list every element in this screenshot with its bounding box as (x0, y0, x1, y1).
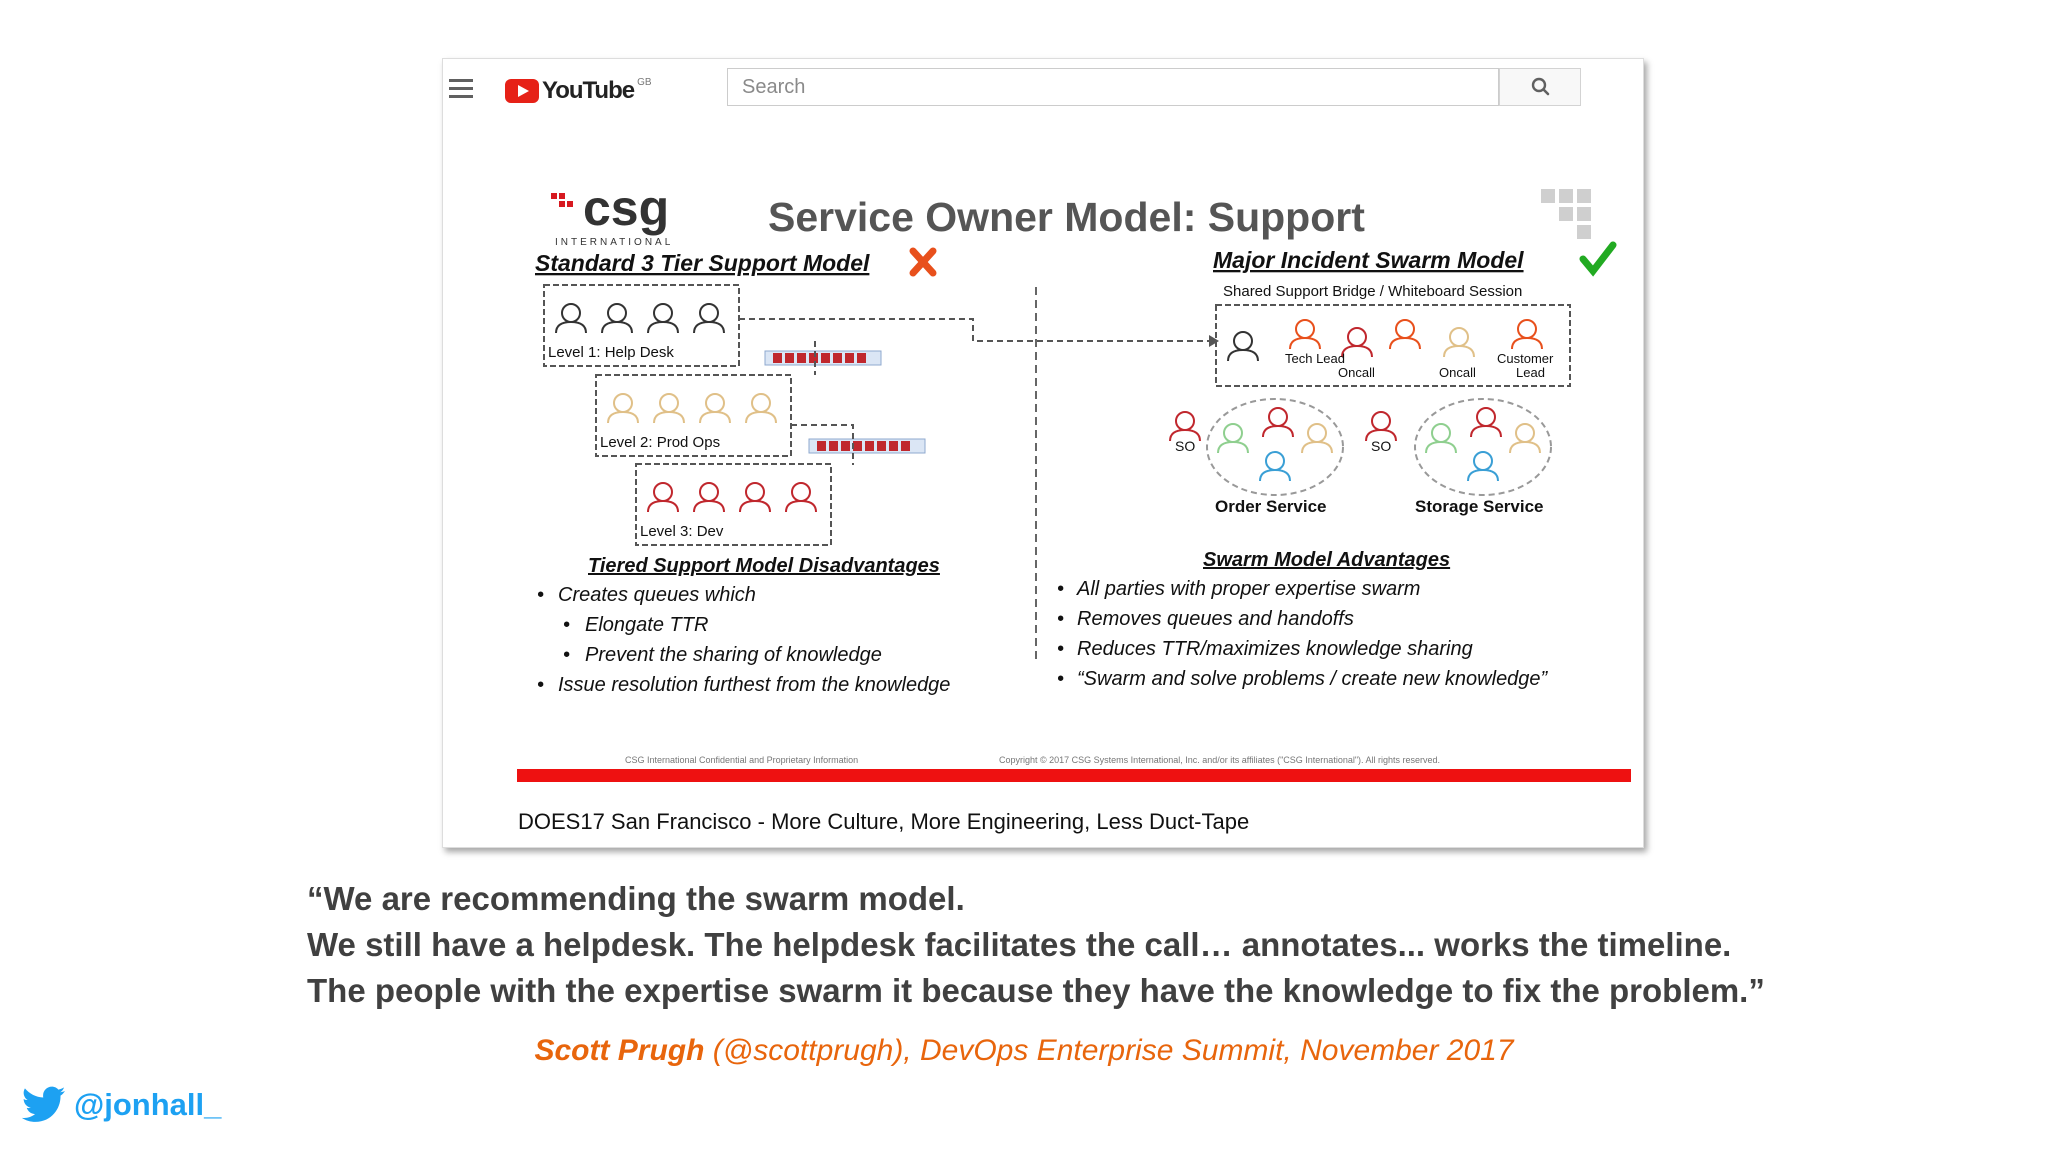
tier-3-box: Level 3: Dev (635, 463, 832, 546)
svg-text:Storage Service: Storage Service (1415, 497, 1544, 516)
youtube-logo[interactable]: YouTube GB (505, 77, 652, 105)
svg-text:Issue resolution furthest from: Issue resolution furthest from the knowl… (558, 674, 950, 696)
svg-text:•: • (537, 584, 544, 606)
svg-text:•: • (1057, 608, 1064, 630)
svg-text:SO: SO (1371, 438, 1391, 454)
tier-1-box: Level 1: Help Desk (543, 284, 740, 367)
order-service: SO Order Service (1169, 398, 1344, 516)
svg-text:Customer: Customer (1497, 351, 1554, 366)
youtube-play-icon (505, 79, 539, 103)
svg-text:•: • (537, 674, 544, 696)
svg-text:•: • (563, 644, 570, 666)
attribution: Scott Prugh (@scottprugh), DevOps Enterp… (0, 1034, 2048, 1068)
tier-1-label: Level 1: Help Desk (548, 344, 674, 361)
region-label: GB (637, 77, 652, 88)
svg-text:•: • (1057, 668, 1064, 690)
svg-text:Removes queues and handoffs: Removes queues and handoffs (1077, 608, 1354, 630)
svg-text:Creates queues which: Creates queues which (558, 584, 756, 606)
search-icon (1531, 77, 1550, 96)
tier-2-label: Level 2: Prod Ops (600, 434, 720, 451)
csg-logo-text: csg (583, 180, 669, 236)
svg-text:Tech Lead: Tech Lead (1285, 351, 1345, 366)
twitter-bird-icon (22, 1086, 66, 1122)
cross-icon (909, 247, 937, 277)
svg-text:Elongate TTR: Elongate TTR (585, 614, 708, 636)
csg-logo-sub: INTERNATIONAL (555, 237, 673, 248)
svg-text:Prevent the sharing of knowled: Prevent the sharing of knowledge (585, 644, 882, 666)
slide-footer-left: CSG International Confidential and Propr… (625, 755, 858, 765)
bridge-box: Tech Lead Oncall Oncall Customer Lead (1215, 304, 1571, 387)
svg-text:•: • (1057, 578, 1064, 600)
tier-2-box: Level 2: Prod Ops (595, 374, 792, 457)
svg-text:Oncall: Oncall (1338, 365, 1375, 380)
slide-title: Service Owner Model: Support (768, 194, 1365, 240)
search-input[interactable] (728, 69, 1496, 105)
left-heading: Standard 3 Tier Support Model (535, 250, 870, 276)
grid-logo-icon (1541, 189, 1591, 239)
storage-service: SO Storage Service (1365, 398, 1552, 516)
search-button[interactable] (1499, 68, 1581, 106)
right-heading: Major Incident Swarm Model (1213, 247, 1524, 273)
check-icon (1579, 241, 1617, 277)
youtube-wordmark: YouTube (542, 77, 635, 104)
queue-2 (808, 438, 926, 454)
quote-line-2: We still have a helpdesk. The helpdesk f… (307, 926, 1732, 963)
bridge-label: Shared Support Bridge / Whiteboard Sessi… (1223, 283, 1522, 300)
tier-3-label: Level 3: Dev (640, 523, 724, 540)
quote: “We are recommending the swarm model. We… (307, 876, 1765, 1014)
quote-line-1: “We are recommending the swarm model. (307, 880, 965, 917)
svg-text:Order Service: Order Service (1215, 497, 1327, 516)
slide-content: csg INTERNATIONAL Service Owner Model: S… (517, 180, 1631, 782)
slide-red-bar (517, 769, 1631, 782)
twitter-handle[interactable]: @jonhall_ (22, 1086, 221, 1124)
svg-text:Lead: Lead (1516, 365, 1545, 380)
video-frame[interactable]: YouTube GB csg INTERNATIONAL (442, 58, 1644, 848)
menu-icon[interactable] (449, 79, 473, 99)
svg-text:•: • (1057, 638, 1064, 660)
disadv-heading: Tiered Support Model Disadvantages (588, 555, 940, 577)
svg-text:Oncall: Oncall (1439, 365, 1476, 380)
slide-footer-right: Copyright © 2017 CSG Systems Internation… (999, 755, 1440, 765)
video-caption: DOES17 San Francisco - More Culture, Mor… (518, 809, 1250, 834)
youtube-header: YouTube GB (443, 59, 1643, 127)
svg-text:“Swarm and solve problems / cr: “Swarm and solve problems / create new k… (1077, 668, 1549, 690)
csg-logo: csg INTERNATIONAL (551, 180, 673, 248)
attribution-rest: (@scottprugh), DevOps Enterprise Summit,… (704, 1034, 1514, 1067)
svg-text:Reduces TTR/maximizes knowledg: Reduces TTR/maximizes knowledge sharing (1077, 638, 1473, 660)
svg-text:•: • (563, 614, 570, 636)
quote-line-3: The people with the expertise swarm it b… (307, 972, 1765, 1009)
svg-text:All parties with proper expert: All parties with proper expertise swarm (1076, 578, 1420, 600)
search-box[interactable] (727, 68, 1499, 106)
twitter-handle-text: @jonhall_ (74, 1087, 222, 1122)
svg-text:SO: SO (1175, 438, 1195, 454)
queue-1 (764, 350, 882, 366)
adv-heading: Swarm Model Advantages (1203, 549, 1450, 571)
attribution-name: Scott Prugh (534, 1034, 705, 1067)
